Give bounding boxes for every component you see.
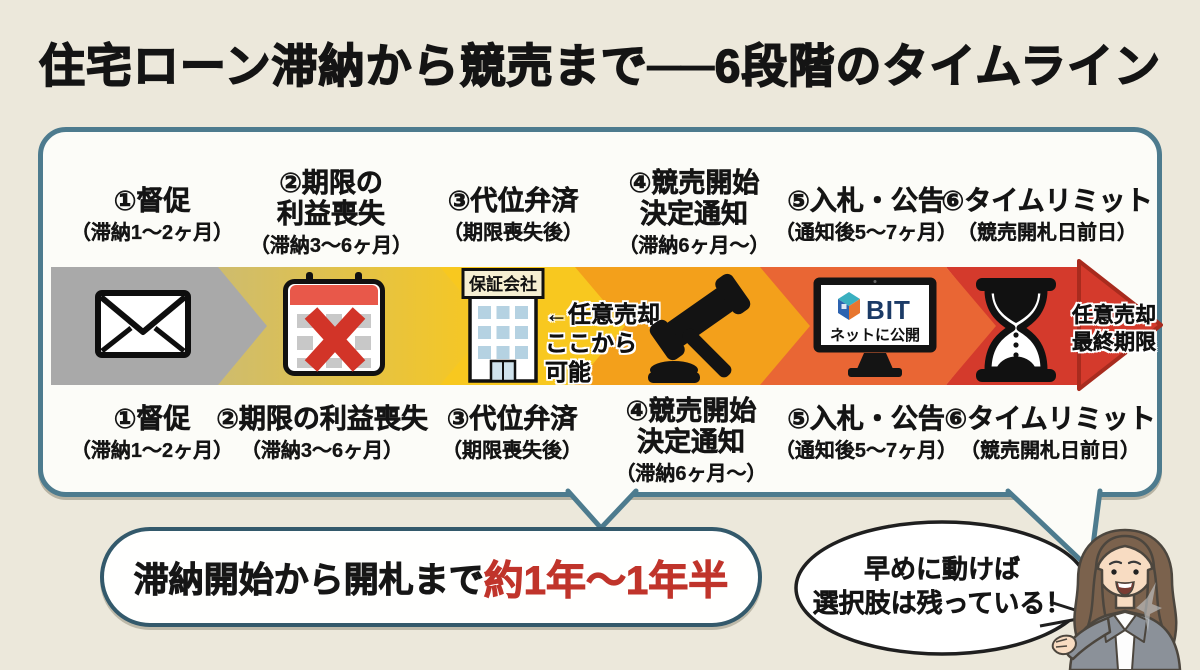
stage-period: （滞納1〜2ヶ月） [70, 222, 234, 244]
note-line: 最終期限 [1072, 331, 1156, 354]
advisor-speech-bubble [794, 520, 1096, 656]
stage-top-5: ⑤入札・公告 （通知後5〜7ヶ月） [774, 186, 958, 246]
stage-name-2: 決定通知 [640, 199, 749, 230]
stage-period: （滞納6ヶ月〜） [618, 235, 770, 257]
hourglass-icon [976, 278, 1056, 382]
stage-top-4: ④競売開始 決定通知 （滞納6ヶ月〜） [618, 168, 769, 259]
stage-period: （期限喪失後） [443, 222, 583, 244]
stage-top-1: ①督促 （滞納1〜2ヶ月） [70, 186, 234, 246]
stage-name: ⑥タイムリミット [941, 186, 1153, 217]
summary-pill: 滞納開始から開札まで 約1年〜1年半 [100, 527, 762, 627]
final-deadline-note: 任意売却 最終期限 [1072, 302, 1156, 356]
stage-period: （滞納3〜6ヶ月） [240, 440, 404, 462]
stage-name: ③代位弁済 [447, 186, 579, 217]
stage-name-2: 決定通知 [637, 427, 746, 458]
stage-period: （競売開札日前日） [956, 222, 1137, 244]
advisor-illustration [1051, 528, 1182, 670]
stage-name: ⑥タイムリミット [944, 404, 1156, 435]
bit-cube-logo [838, 292, 860, 320]
stage-bottom-5: ⑤入札・公告 （通知後5〜7ヶ月） [774, 404, 958, 464]
stage-name: ①督促 [113, 404, 191, 435]
bubble-line: 選択肢は残っている！ [812, 588, 1072, 619]
stage-top-2: ②期限の 利益喪失 （滞納3〜6ヶ月） [249, 168, 413, 259]
bubble-line: 早めに動けば [863, 554, 1021, 585]
note-line: ここから [545, 330, 637, 356]
summary-highlight: 約1年〜1年半 [483, 559, 729, 604]
stage-name: ④競売開始 [625, 396, 757, 427]
envelope-icon [95, 290, 191, 358]
band-arrowhead [1077, 259, 1163, 391]
building-sign-label: 保証会社 [468, 274, 537, 294]
stage-bottom-6: ⑥タイムリミット （競売開札日前日） [944, 404, 1156, 464]
note-line: ←任意売却 [545, 301, 660, 327]
stage-period: （滞納6ヶ月〜） [615, 463, 767, 485]
stage-top-6: ⑥タイムリミット （競売開札日前日） [941, 186, 1153, 246]
monitor-caption: ネットに公開 [830, 327, 920, 344]
bit-auction-monitor-icon: BIT ネットに公開 [813, 277, 937, 377]
stage-period: （競売開札日前日） [959, 440, 1140, 462]
stage-period: （滞納1〜2ヶ月） [70, 440, 234, 462]
voluntary-sale-note: ←任意売却 ここから 可能 [545, 300, 660, 387]
advisor-speech-text: 早めに動けば 選択肢は残っている！ [812, 552, 1072, 620]
summary-text: 滞納開始から開札まで [133, 560, 484, 600]
stage-name: ①督促 [113, 186, 191, 217]
guarantee-company-building-icon: 保証会社 [461, 268, 545, 383]
stage-period: （期限喪失後） [442, 440, 582, 462]
stage-bottom-1: ①督促 （滞納1〜2ヶ月） [70, 404, 234, 464]
stage-period: （通知後5〜7ヶ月） [774, 440, 958, 462]
stage-period: （滞納3〜6ヶ月） [249, 235, 413, 257]
note-line: 可能 [545, 359, 591, 385]
note-line: 任意売却 [1072, 304, 1156, 327]
stage-name: ③代位弁済 [446, 404, 578, 435]
page-title: 住宅ローン滞納から競売まで──6段階のタイムライン [38, 39, 1162, 93]
stage-name: ⑤入札・公告 [787, 186, 945, 217]
stage-bottom-2: ②期限の利益喪失 （滞納3〜6ヶ月） [216, 404, 428, 464]
stage-bottom-4: ④競売開始 決定通知 （滞納6ヶ月〜） [615, 396, 766, 487]
stage-bottom-3: ③代位弁済 （期限喪失後） [442, 404, 582, 464]
stage-period: （通知後5〜7ヶ月） [774, 222, 958, 244]
stage-top-3: ③代位弁済 （期限喪失後） [443, 186, 583, 246]
gavel-icon [648, 273, 751, 383]
monitor-logo-text: BIT [866, 295, 911, 325]
stage-name: ②期限の利益喪失 [216, 404, 428, 435]
stage-name: ⑤入札・公告 [787, 404, 945, 435]
calendar-x-icon [283, 272, 385, 376]
stage-name: ④競売開始 [628, 168, 760, 199]
stage-name-2: 利益喪失 [277, 199, 386, 230]
stage-name: ②期限の [279, 168, 383, 199]
